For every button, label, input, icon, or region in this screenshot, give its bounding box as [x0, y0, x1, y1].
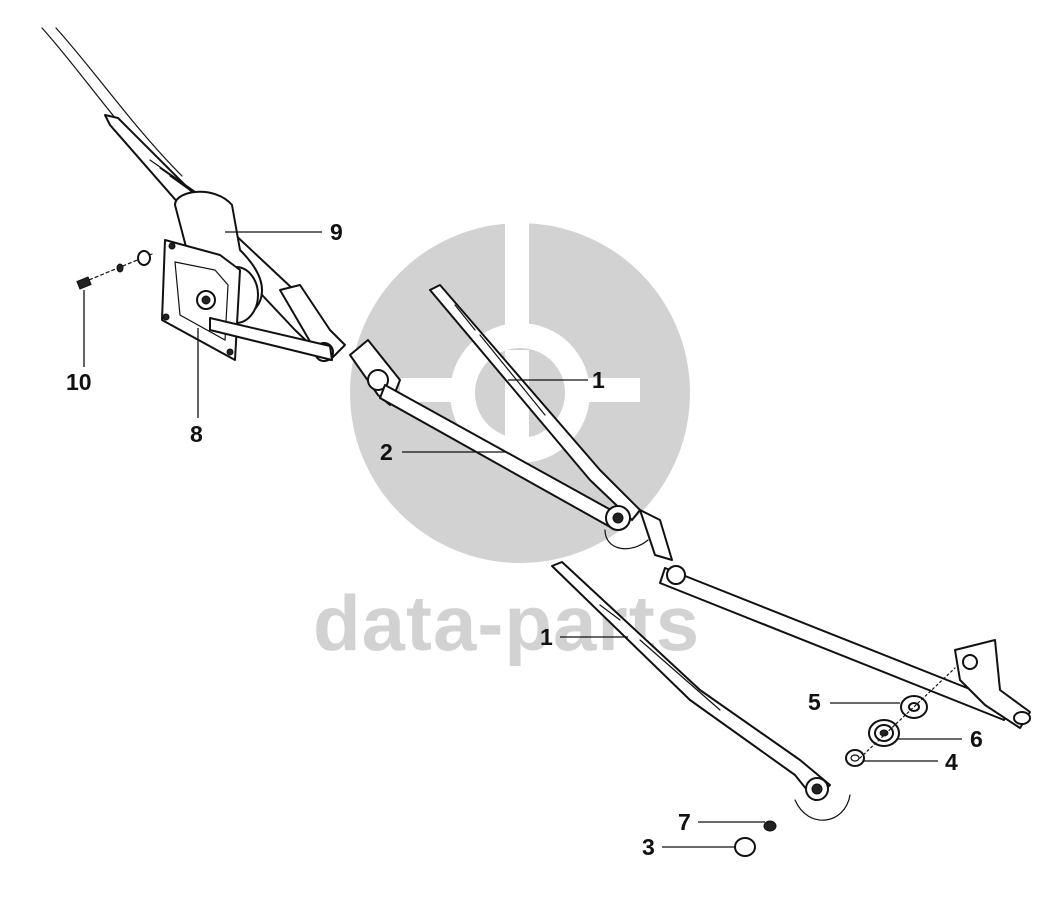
bolt-and-washers — [76, 250, 153, 290]
leader-lines — [83, 231, 962, 848]
callout-1-upper: 1 — [592, 367, 605, 393]
callout-8: 8 — [190, 421, 203, 447]
seal-6 — [868, 719, 900, 747]
callout-2: 2 — [380, 439, 393, 465]
callout-7: 7 — [678, 809, 691, 835]
wiper-arm-upper — [429, 284, 649, 550]
nut-7 — [763, 820, 777, 832]
wiper-arm-lower — [551, 561, 851, 821]
watermark-text: data-parts — [313, 579, 700, 667]
callout-5: 5 — [808, 689, 821, 715]
nut-4 — [845, 749, 865, 767]
callout-3: 3 — [642, 834, 655, 860]
callout-6: 6 — [970, 726, 983, 752]
callout-1-lower: 1 — [540, 624, 553, 650]
linkage-rod — [209, 317, 1011, 721]
wiper-pivot-bracket — [954, 639, 1031, 729]
callout-9: 9 — [330, 219, 343, 245]
windscreen-edge — [41, 27, 183, 181]
callout-10: 10 — [66, 369, 92, 395]
washer-5 — [900, 695, 928, 719]
cap-3 — [734, 837, 756, 857]
callout-4: 4 — [945, 749, 958, 775]
